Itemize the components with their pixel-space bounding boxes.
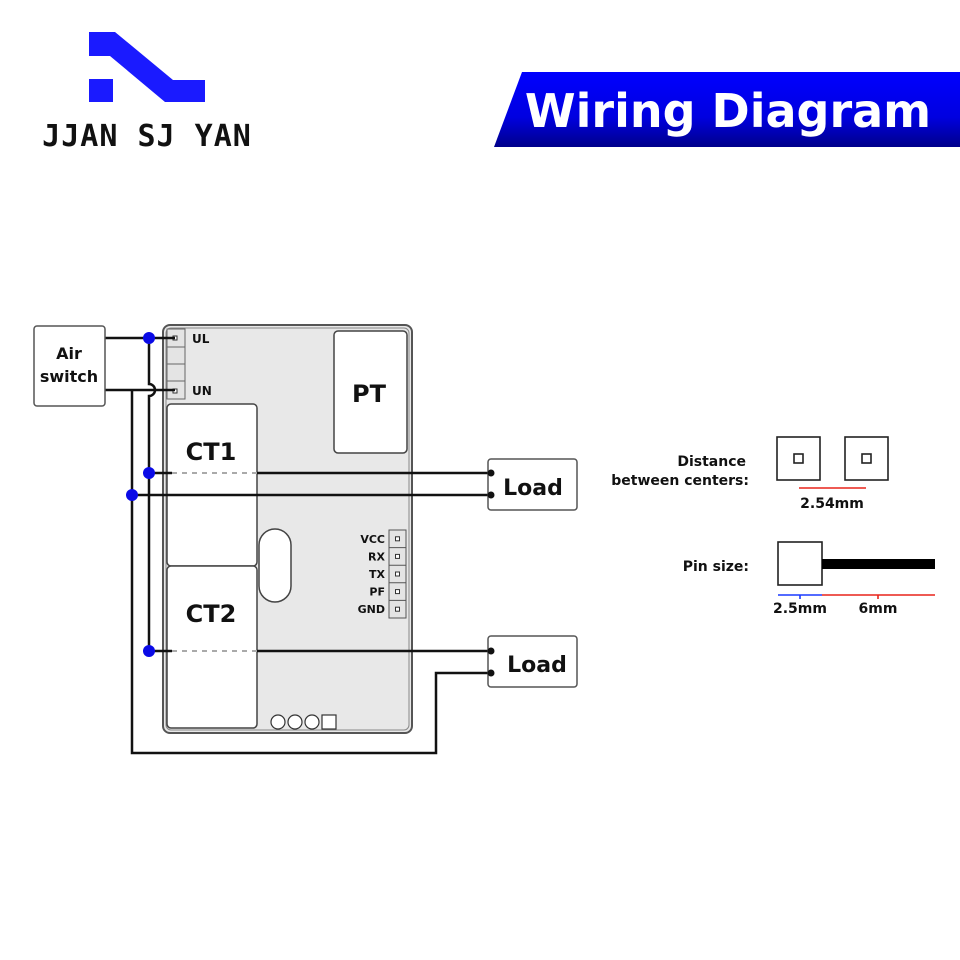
- load-1-box: [487, 458, 578, 511]
- pin-body: [822, 559, 935, 569]
- air-switch-label-line1: Air: [56, 344, 82, 363]
- pin-tx-label: TX: [369, 568, 386, 581]
- junction-live-ct1: [143, 467, 155, 479]
- reset-button[interactable]: [321, 714, 337, 730]
- pin-pf-pad[interactable]: [395, 589, 400, 595]
- air-switch-label-line2: switch: [40, 367, 98, 386]
- load-2-terminal-neutral: [487, 669, 495, 677]
- pin-rx-pad[interactable]: [395, 553, 400, 559]
- ct2-box: [166, 565, 258, 729]
- load-1-label: Load: [503, 476, 563, 501]
- indicator-led-3: [304, 714, 320, 730]
- junction-live-top: [143, 332, 155, 344]
- air-switch-box: [33, 325, 106, 407]
- logo-mark: [89, 32, 205, 102]
- pin-size-label: Pin size:: [683, 559, 749, 575]
- signal-pin-header: VCC RX TX PF GND: [358, 529, 407, 619]
- pin-gnd-label: GND: [358, 603, 385, 616]
- pt-box: [333, 330, 408, 454]
- ul-label: UL: [192, 332, 210, 346]
- meter-module: UL UN PT CT1 CT2 VCC RX TX PF GND: [162, 324, 413, 734]
- pin-rx-label: RX: [368, 550, 385, 563]
- junction-neutral-load1: [126, 489, 138, 501]
- pin-head-value: 2.5mm: [773, 601, 827, 617]
- pt-label: PT: [352, 380, 387, 408]
- ct1-label: CT1: [186, 438, 237, 466]
- ct1-box: [166, 403, 258, 567]
- pin-body-value: 6mm: [859, 601, 898, 617]
- distance-label-line1: Distance: [677, 454, 746, 470]
- load-1-terminal-neutral: [487, 491, 495, 499]
- brand-name: JJAN SJ YAN: [42, 119, 252, 154]
- title-banner: Wiring Diagram: [494, 72, 960, 147]
- page-title: Wiring Diagram: [525, 84, 931, 138]
- load-1-terminal-live: [487, 469, 495, 477]
- banner-shape: [494, 72, 960, 147]
- junction-live-ct2: [143, 645, 155, 657]
- load-2-label: Load: [507, 653, 567, 678]
- spec-distance: Distance between centers: 2.54mm: [611, 436, 889, 512]
- distance-value: 2.54mm: [800, 496, 864, 512]
- brand-logo: JJAN SJ YAN: [42, 32, 252, 154]
- indicator-row: [270, 714, 337, 730]
- pin-vcc-pad[interactable]: [395, 536, 400, 542]
- pin-gnd-pad[interactable]: [395, 606, 400, 612]
- ct2-label: CT2: [186, 600, 237, 628]
- neutral-bus: [130, 390, 491, 755]
- air-switch: Air switch: [33, 325, 106, 407]
- junctions: [126, 332, 155, 657]
- pin-tx-pad[interactable]: [395, 571, 400, 577]
- load-2-terminal-live: [487, 647, 495, 655]
- un-label: UN: [192, 384, 212, 398]
- power-terminal-block: [166, 328, 186, 400]
- spec-pin-size: Pin size: 2.5mm 6mm: [683, 541, 935, 617]
- mounting-slot: [258, 528, 292, 603]
- pin-pf-label: PF: [369, 586, 385, 599]
- distance-label-line2: between centers:: [611, 473, 749, 489]
- pin-head: [777, 541, 823, 586]
- load-2: Load: [487, 635, 578, 688]
- indicator-led-1: [270, 714, 286, 730]
- indicator-led-2: [287, 714, 303, 730]
- load-1: Load: [487, 458, 578, 511]
- pin-vcc-label: VCC: [360, 533, 385, 546]
- load-2-box: [487, 635, 578, 688]
- logo-square: [89, 79, 113, 102]
